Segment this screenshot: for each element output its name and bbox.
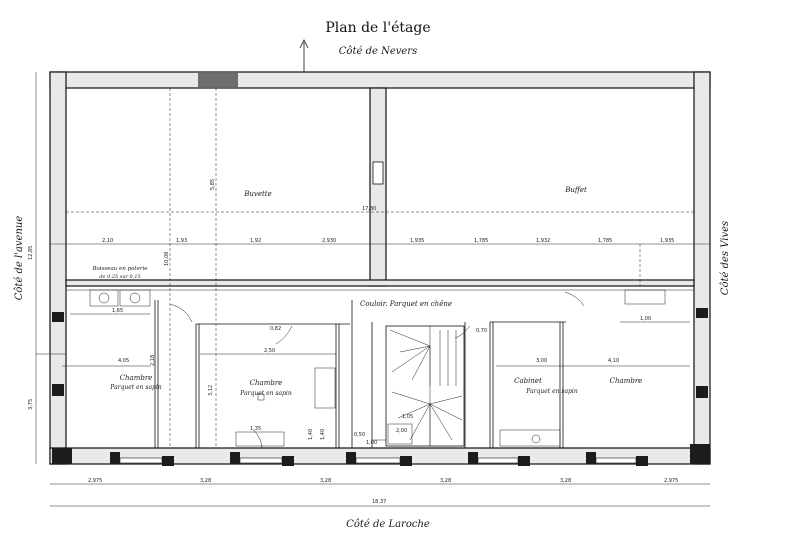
dim-inner: 4,10 (608, 358, 619, 364)
dim-top: 1,785 (474, 238, 488, 244)
corridor-wall (65, 279, 695, 291)
dim-top: 1,785 (598, 238, 612, 244)
dimension-lines (35, 72, 710, 507)
dim-inner: 1,65 (112, 308, 123, 314)
dim-vert-side: 10,08 (164, 252, 170, 266)
side-label-top: Côté de Nevers (339, 46, 417, 57)
dim-inner: 1,05 (402, 414, 413, 420)
dim-inner: 0,50 (354, 432, 365, 438)
dim-top: 1,92 (250, 238, 261, 244)
dim-inner: 1,40 (308, 429, 314, 440)
dim-top: 1,93 (176, 238, 187, 244)
dim-bottom: 3,28 (200, 478, 211, 484)
dim-inner: 3,12 (208, 385, 214, 396)
central-wall (369, 87, 387, 287)
dim-bottom: 3,28 (560, 478, 571, 484)
dim-vert-big: 5,85 (210, 179, 216, 190)
dim-inner: 3,00 (536, 358, 547, 364)
dim-inner-width: 17,30 (362, 206, 376, 212)
dim-inner: 1,00 (366, 440, 377, 446)
windows (52, 308, 710, 466)
dim-bottom: 2,975 (88, 478, 102, 484)
dim-inner: 2,50 (264, 348, 275, 354)
dim-bottom: 3,28 (440, 478, 451, 484)
dim-inner: 1,40 (320, 429, 326, 440)
side-label-bottom: Côté de Laroche (346, 519, 430, 530)
room-cabinet-floor: Parquet en sapin (525, 388, 578, 395)
boisseau-label: Boisseau en poterie (91, 266, 148, 272)
dim-inner: 2,18 (150, 355, 156, 366)
dim-inner: 1,35 (250, 426, 261, 432)
dim-left-height: 12,85 (28, 246, 34, 260)
room-chambre-left-floor: Parquet en sapin (109, 384, 162, 391)
fixtures (89, 289, 666, 447)
room-chambre-mid-floor: Parquet en sapin (239, 390, 292, 397)
dim-inner: 1,00 (640, 316, 651, 322)
staircase (372, 325, 465, 447)
dim-top: 2,10 (102, 238, 113, 244)
lower-partitions (154, 300, 566, 448)
room-chambre-left: Chambre (120, 374, 153, 382)
room-buvette: Buvette (243, 190, 272, 198)
dim-inner: 0,70 (476, 328, 487, 334)
room-chambre-mid: Chambre (250, 379, 283, 387)
dim-top: 1,935 (660, 238, 674, 244)
outer-walls (49, 71, 711, 465)
room-cabinet: Cabinet (514, 377, 542, 385)
side-label-right: Côté des Vives (720, 221, 731, 295)
dim-bottom: 3,28 (320, 478, 331, 484)
side-label-left: Côté de l'avenue (14, 216, 25, 301)
dim-left-low: 3,75 (28, 399, 34, 410)
boisseau-dim: de 0,25 sur 0,15 (99, 274, 140, 280)
dim-inner: 0,82 (270, 326, 281, 332)
dim-inner: 4,05 (118, 358, 129, 364)
dim-inner: 2,00 (396, 428, 407, 434)
dim-top: 1,935 (410, 238, 424, 244)
room-chambre-right: Chambre (610, 377, 643, 385)
dim-top: 2,930 (322, 238, 336, 244)
doors (169, 291, 585, 449)
dim-bottom: 2,975 (664, 478, 678, 484)
dim-total-width: 18,37 (372, 499, 386, 505)
plan-title: Plan de l'étage (325, 20, 430, 36)
room-buffet: Buffet (564, 186, 587, 194)
dim-top: 1,932 (536, 238, 550, 244)
room-couloir: Couloir. Parquet en chêne (360, 300, 452, 308)
